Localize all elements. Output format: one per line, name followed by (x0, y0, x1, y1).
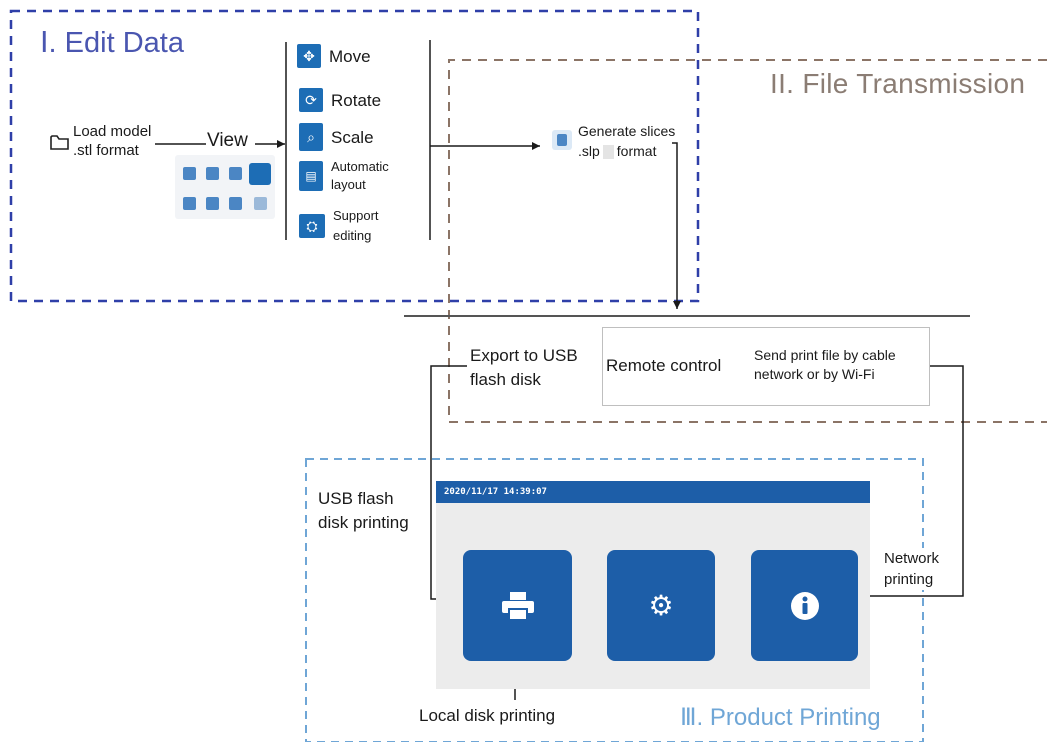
scale-icon: ⌕ (299, 123, 323, 151)
info-icon (790, 591, 819, 620)
view-front-icon[interactable] (183, 167, 196, 180)
view-label: View (207, 130, 248, 151)
generate-slices-icon (552, 130, 572, 150)
export-usb-label: Export to USB flash disk (468, 344, 580, 392)
print-tile[interactable] (463, 550, 572, 661)
support-editing-icon: ⛭ (299, 214, 325, 238)
folder-icon (50, 134, 70, 156)
network-printing-label: Network printing (884, 548, 940, 590)
status-bar: 2020/11/17 14:39:07 (436, 481, 870, 503)
edit-data-frame (9, 9, 700, 303)
edit-data-title: Ⅰ. Edit Data (40, 27, 184, 59)
view-bottom-icon[interactable] (229, 197, 242, 210)
view-reset-icon[interactable] (254, 197, 267, 210)
usb-flash-printing-label: USB flash disk printing (318, 489, 409, 532)
gear-icon: ⚙ (648, 589, 674, 622)
rotate-icon: ⟳ (299, 88, 323, 112)
automatic-layout-icon: ▤ (299, 161, 323, 191)
view-left-icon[interactable] (229, 167, 242, 180)
view-back-icon[interactable] (206, 167, 219, 180)
tool-scale[interactable]: ⌕ Scale (299, 123, 374, 151)
info-tile[interactable] (751, 550, 858, 661)
view-toolbar (175, 155, 275, 219)
tool-automatic-layout[interactable]: ▤ Automatic layout (299, 158, 389, 194)
remote-control-label: Remote control (606, 356, 722, 375)
product-printing-frame (305, 458, 924, 742)
file-transmission-title: II. File Transmission (770, 68, 1026, 99)
view-right-icon[interactable] (183, 197, 196, 210)
local-disk-printing-label: Local disk printing (419, 706, 556, 725)
send-print-file-label: Send print file by cable network or by W… (754, 347, 896, 382)
printer-icon (501, 591, 534, 621)
product-printing-title: Ⅲ. Product Printing (680, 704, 881, 731)
tool-move[interactable]: ✥ Move (297, 44, 371, 68)
move-icon: ✥ (297, 44, 321, 68)
tool-support-editing[interactable]: ⛭ Support editing (299, 206, 379, 246)
settings-tile[interactable]: ⚙ (607, 550, 715, 661)
view-3d-icon[interactable] (249, 163, 271, 185)
remote-control-box (602, 327, 930, 406)
load-model-label: Load model .stl format (73, 123, 152, 159)
view-top-icon[interactable] (206, 197, 219, 210)
tool-rotate[interactable]: ⟳ Rotate (299, 88, 381, 112)
